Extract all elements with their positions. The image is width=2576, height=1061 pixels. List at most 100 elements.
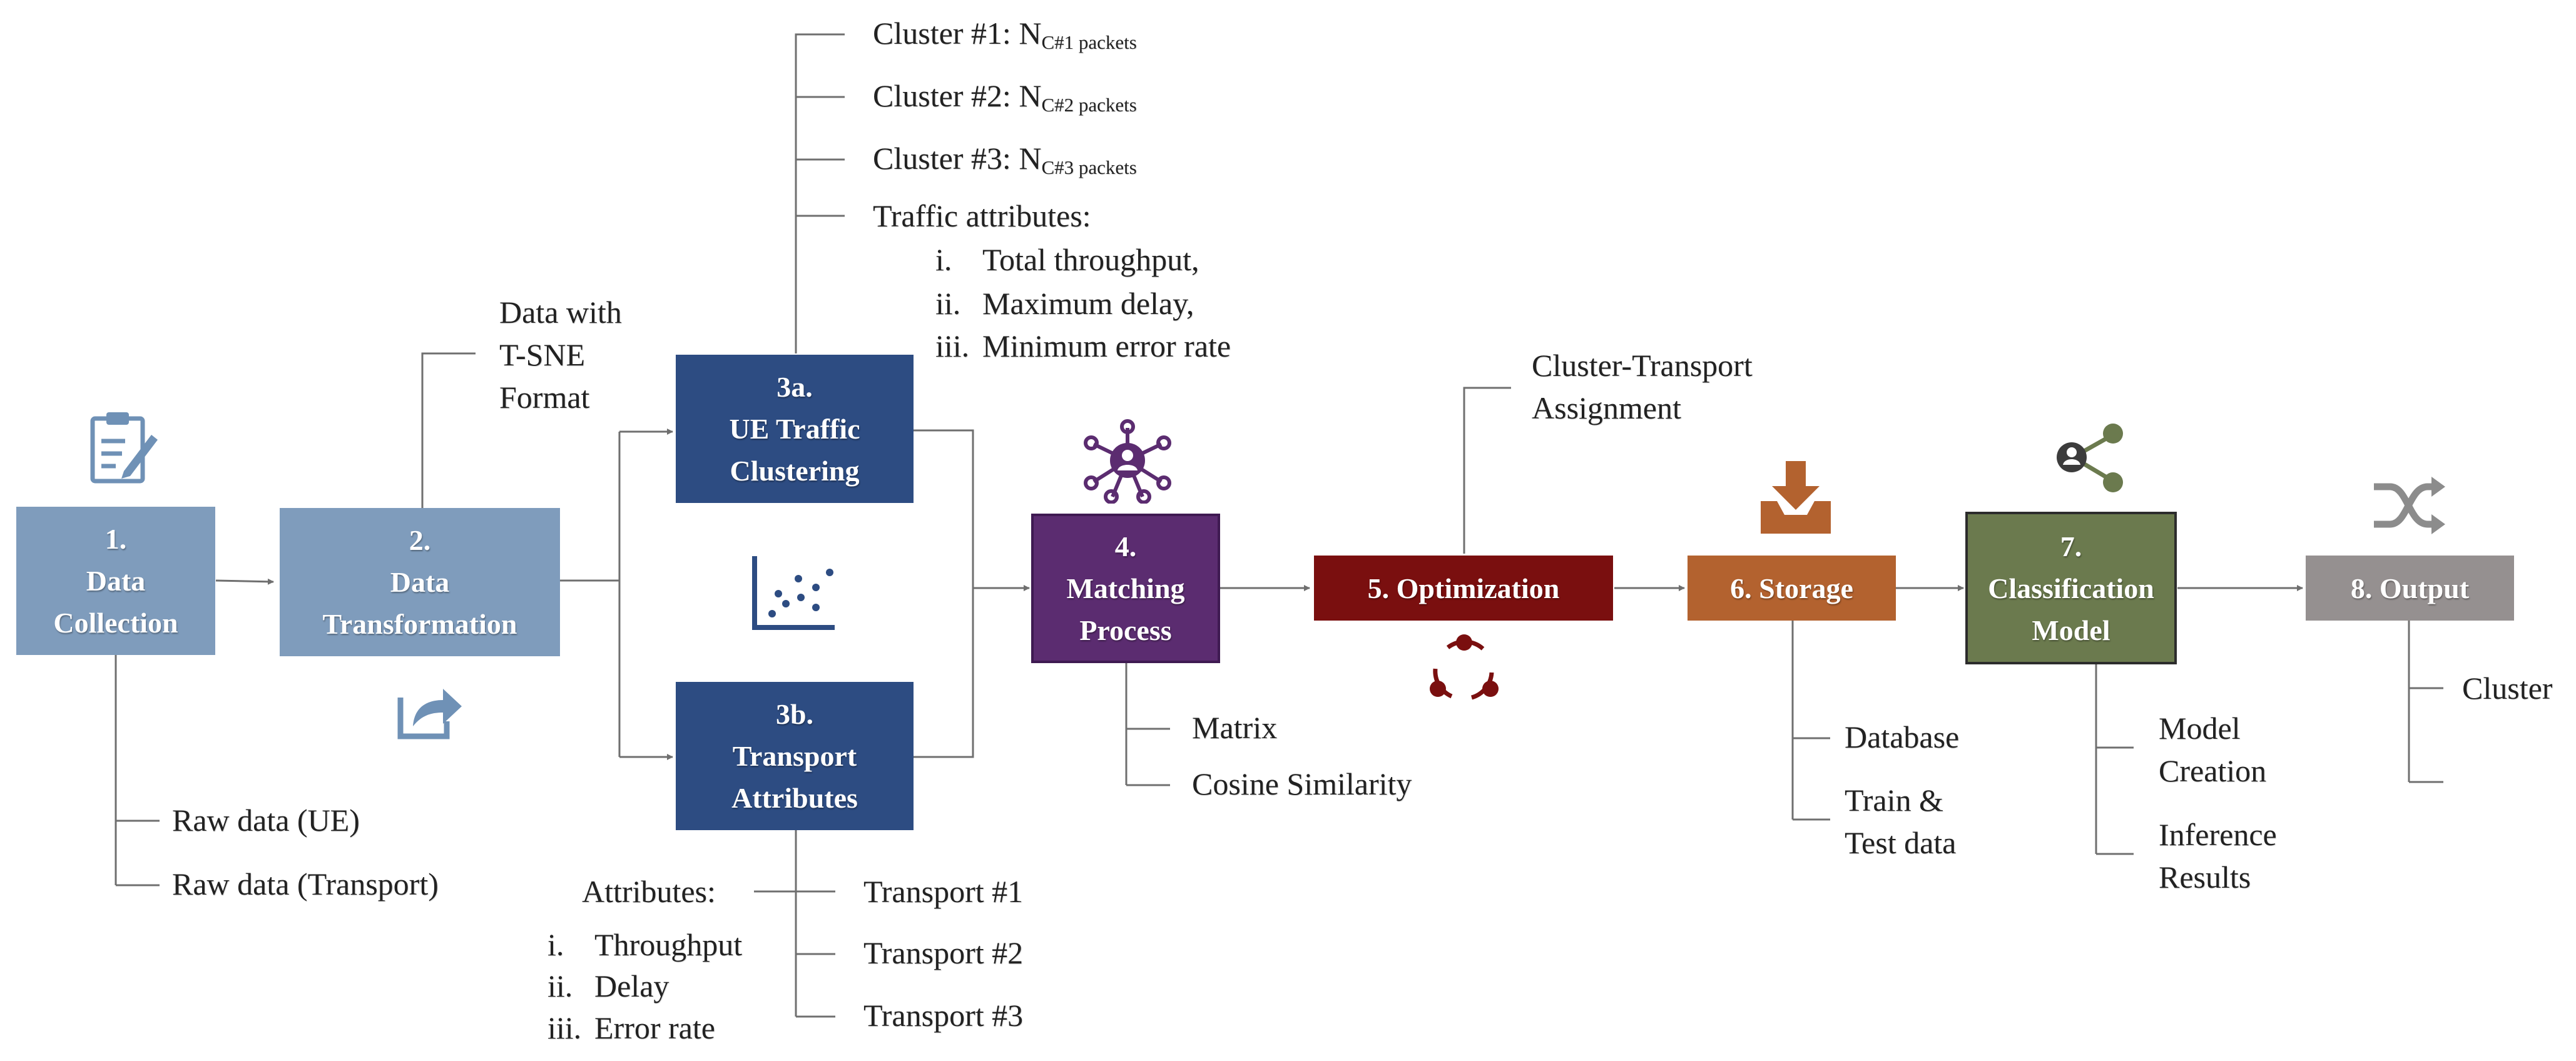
shuffle-icon: [2374, 477, 2445, 534]
cluster-text: Cluster #1: N: [873, 16, 1042, 51]
step-label-line: 8. Output: [2350, 572, 2470, 604]
step-label-line: Data: [390, 566, 450, 598]
bracket-output: [2408, 619, 2443, 783]
list-number: i.: [547, 927, 564, 962]
tsne-line: T-SNE: [499, 337, 586, 372]
transport-2-label: Transport #2: [863, 935, 1024, 970]
train-test-label: Train & Test data: [1845, 779, 1956, 864]
cluster-subscript: C#3 packets: [1041, 156, 1137, 178]
bracket-tsne: [421, 352, 476, 508]
raw-data-ue-label: Raw data (UE): [172, 803, 360, 838]
transport-3-label: Transport #3: [863, 998, 1024, 1033]
attributes-title: Attributes:: [582, 874, 716, 909]
arrow-1-to-2: [215, 578, 274, 585]
step-label-line: Clustering: [730, 455, 860, 487]
line-3a-out: [914, 429, 974, 758]
database-label: Database: [1845, 719, 1960, 754]
scatter-plot-icon: [752, 556, 835, 630]
step-label-line: Collection: [53, 607, 178, 639]
step-label-line: 2.: [409, 524, 431, 556]
tsne-line: Format: [499, 380, 590, 415]
cluster-1-label: Cluster #1: NC#1 packets: [873, 13, 1137, 63]
list-text: Maximum delay,: [982, 286, 1194, 321]
step-5-optimization: 5. Optimization: [1314, 556, 1613, 621]
bracket-model: [2095, 663, 2134, 855]
step-label-line: 6. Storage: [1730, 572, 1853, 604]
list-number: ii.: [935, 286, 961, 321]
model-creation-line: Creation: [2159, 753, 2267, 788]
matrix-label: Matrix: [1192, 710, 1278, 745]
step-label-line: Transformation: [322, 608, 517, 640]
step-label-line: 3b.: [775, 698, 814, 730]
attribute-item: ii.Delay: [547, 965, 669, 1007]
connector-lines: [115, 33, 2443, 1018]
list-text: Minimum error rate: [982, 328, 1231, 363]
step-label-line: Classification: [1988, 572, 2154, 604]
classification-box-border: [1965, 512, 2177, 664]
list-text: Throughput: [594, 927, 743, 962]
step-label-line: 7.: [2060, 530, 2082, 562]
step-label-line: Attributes: [731, 782, 858, 814]
attribute-item: i. Throughput: [547, 924, 742, 966]
inference-results-label: Inference Results: [2159, 813, 2277, 898]
step-label-line: 3a.: [776, 371, 813, 403]
train-test-line: Train &: [1845, 783, 1943, 818]
assignment-line: Assignment: [1532, 390, 1681, 425]
output-cluster-label: Cluster: [2462, 671, 2553, 706]
step-label-line: 1.: [104, 523, 127, 555]
bracket-clusters: [795, 33, 845, 353]
list-number: iii.: [547, 1010, 582, 1045]
traffic-attribute-item: iii. Minimum error rate: [935, 325, 1231, 367]
train-test-line: Test data: [1845, 825, 1957, 860]
cluster-text: Cluster #2: N: [873, 78, 1042, 113]
bracket-storage: [1791, 619, 1830, 821]
traffic-attribute-item: ii. Maximum delay,: [935, 283, 1194, 325]
attribute-item: iii. Error rate: [547, 1007, 715, 1049]
share-network-icon: [2057, 424, 2123, 492]
share-arrow-icon: [397, 689, 462, 739]
list-text: Total throughput,: [982, 242, 1199, 277]
step-3b-transport-attributes: 3b. Transport Attributes: [676, 682, 914, 830]
cluster-3-label: Cluster #3: NC#3 packets: [873, 138, 1137, 188]
cosine-similarity-label: Cosine Similarity: [1192, 766, 1412, 801]
download-tray-icon: [1761, 461, 1831, 534]
raw-data-transport-label: Raw data (Transport): [172, 866, 439, 901]
matching-box-border: [1031, 514, 1220, 663]
list-number: iii.: [935, 328, 970, 363]
cluster-subscript: C#1 packets: [1041, 31, 1137, 53]
cycle-arrows-icon: [1430, 634, 1499, 700]
assignment-label: Cluster-Transport Assignment: [1532, 344, 1753, 429]
step-label-line: Model: [2032, 614, 2110, 646]
traffic-attributes-title: Traffic attributes:: [873, 198, 1091, 233]
step-label-line: UE Traffic: [729, 413, 860, 445]
step-2-data-transformation: 2. Data Transformation: [280, 508, 560, 656]
step-label-line: Matching: [1066, 572, 1185, 604]
step-label-line: 4.: [1114, 530, 1137, 562]
tsne-label: Data with T-SNE Format: [499, 291, 622, 419]
clipboard-edit-icon: [90, 412, 158, 484]
cluster-subscript: C#2 packets: [1041, 94, 1137, 116]
step-4-matching-process: 4. Matching Process: [1034, 516, 1218, 661]
step-1-data-collection: 1. Data Collection: [16, 507, 215, 655]
step-label-line: Data: [86, 565, 146, 597]
transport-1-label: Transport #1: [863, 874, 1024, 909]
list-number: i.: [935, 242, 952, 277]
cluster-2-label: Cluster #2: NC#2 packets: [873, 75, 1137, 126]
model-creation-label: Model Creation: [2159, 707, 2266, 792]
model-creation-line: Model: [2159, 711, 2241, 746]
list-text: Delay: [594, 968, 669, 1003]
network-hub-icon: [1084, 419, 1171, 504]
cluster-text: Cluster #3: N: [873, 141, 1042, 176]
step-7-classification-model: 7. Classification Model: [1968, 514, 2174, 662]
inference-results-line: Inference: [2159, 817, 2277, 852]
step-8-output: 8. Output: [2306, 556, 2514, 621]
tsne-line: Data with: [499, 295, 622, 330]
step-3a-ue-traffic-clustering: 3a. UE Traffic Clustering: [676, 355, 914, 503]
list-text: Error rate: [594, 1010, 715, 1045]
bracket-transports: [754, 829, 835, 1018]
assignment-line: Cluster-Transport: [1532, 348, 1753, 383]
inference-results-line: Results: [2159, 860, 2251, 895]
bracket-assignment: [1463, 387, 1511, 554]
